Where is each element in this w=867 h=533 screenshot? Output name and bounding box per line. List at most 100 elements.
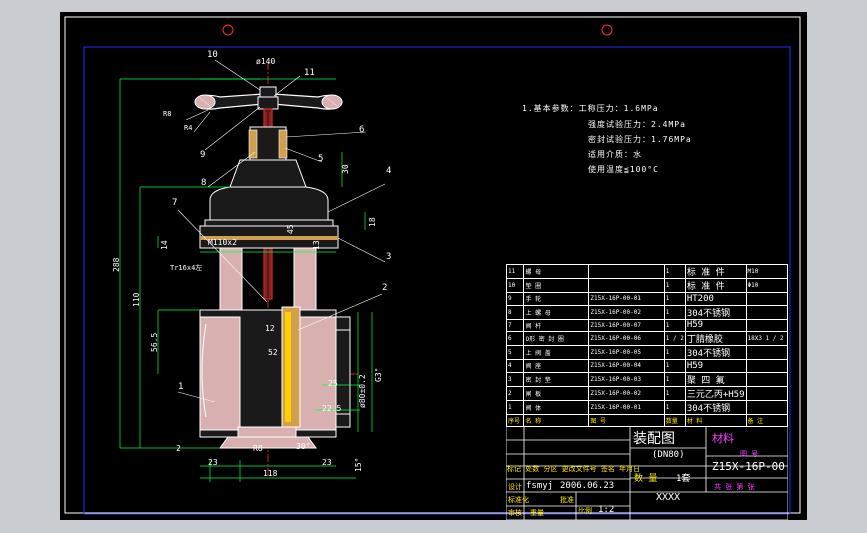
bom-cell-qty: 1 (663, 278, 686, 293)
dim-body-height: 110 (132, 292, 141, 307)
title-block (506, 426, 788, 520)
dim-port-dia: ø80±0.2 (358, 374, 367, 408)
bom-cell-name: 上 螺 母 (523, 304, 590, 320)
bom-cell-note: M10 (745, 264, 788, 279)
bom-cell-code: Z15X-16P-00-03 (588, 371, 665, 387)
bom-cell-mat: 标 准 件 (684, 264, 747, 279)
bom-cell-mat: 标 准 件 (684, 278, 747, 293)
drawing-sheet: 10 11 R8 R4 9 8 7 6 5 4 3 2 1 ø140 288 1… (60, 12, 807, 520)
bom-cell-note (745, 371, 788, 387)
dim-18: 18 (368, 217, 377, 227)
title-block-qty: 1套 (676, 474, 691, 484)
title-block-designer: fsmyj (526, 481, 554, 491)
bom-cell-code: Z15X-16P-00-01 (588, 292, 665, 306)
bom-cell-name: 上 阀 盖 (523, 345, 590, 360)
label-change: 更改文件号 (561, 465, 597, 473)
bom-cell-name: 名 称 (523, 413, 590, 427)
bom-cell-code: Z15X-16P-00-07 (588, 318, 665, 332)
dim-g-thread: G3" (374, 367, 383, 382)
bom-cell-code: Z15X-16P-00-05 (588, 345, 665, 360)
bom-cell-qty: 1 (663, 318, 686, 332)
bom-cell-note (745, 304, 788, 320)
bom-cell-name: 螺 母 (523, 264, 590, 279)
dim-30-deg: 30° (296, 442, 311, 451)
bom-cell-mat: H59 (684, 359, 747, 373)
title-block-date: 2006.06.23 (560, 481, 615, 491)
bom-cell-no: 3 (505, 371, 525, 387)
title-block-company: XXXX (656, 492, 681, 503)
title-block-qty-label: 数 量 (634, 474, 658, 484)
bom-cell-qty: 数量 (663, 413, 686, 427)
bom-cell-qty: 1 (663, 385, 686, 401)
title-block-title: 装配图 (633, 431, 675, 447)
bom-cell-qty: 1 (663, 345, 686, 360)
bom-cell-mat: 丁腈橡胶 (684, 331, 747, 346)
dim-thread-nut: M110x2 (208, 238, 237, 247)
bom-cell-no: 9 (505, 292, 525, 306)
title-block-scale: 1:2 (598, 505, 615, 515)
dim-2: 2 (176, 444, 181, 453)
tech-note-line: 密封试验压力：1.76MPa (588, 135, 692, 144)
part-label-3: 3 (386, 252, 392, 262)
bom-cell-mat: 材 料 (684, 413, 747, 427)
title-block-scale-label: 比例 (578, 507, 592, 515)
label-sign: 签名 (600, 465, 615, 473)
bom-cell-name: 阀 座 (523, 359, 590, 373)
bom-cell-qty: 1 (663, 359, 686, 373)
title-block-weight-label: 重量 (530, 509, 544, 517)
part-label-r8: R8 (163, 110, 172, 118)
bom-cell-no: 6 (505, 331, 525, 346)
bom-cell-no: 序号 (505, 413, 525, 427)
bom-cell-mat: H59 (684, 318, 747, 332)
dim-23-right: 23 (322, 458, 332, 467)
bom-cell-code: Z15X-16P-00-02 (588, 385, 665, 401)
bom-cell-note (745, 359, 788, 373)
title-block-drawing-no-label: 图 号 (740, 450, 759, 458)
title-block-sheet-info: 共 张 第 张 (714, 483, 755, 491)
label-count: 处数 (525, 465, 540, 473)
bom-cell-no: 10 (505, 278, 525, 293)
bom-cell-mat: 304不锈钢 (684, 304, 747, 320)
bom-cell-no: 8 (505, 304, 525, 320)
bom-cell-note (745, 292, 788, 306)
part-label-6: 6 (359, 125, 365, 135)
bom-cell-code: Z15X-16P-00-01 (588, 399, 665, 415)
tech-note-line: 强度试验压力：2.4MPa (588, 120, 686, 129)
part-label-9: 9 (200, 150, 206, 160)
title-block-drawing-no: Z15X-16P-00 (712, 460, 785, 473)
tech-note-heading: 1.基本参数：工称压力：1.6MPa (522, 104, 659, 113)
bom-cell-name: 阀 杆 (523, 318, 590, 332)
tech-note-line: 适用介质：水 (588, 150, 642, 159)
dim-12: 12 (265, 324, 275, 333)
part-label-2: 2 (382, 283, 388, 293)
dim-30: 30 (341, 164, 350, 174)
bom-cell-code: 图 号 (588, 413, 665, 427)
bom-cell-name: 垫 圈 (523, 278, 590, 293)
bom-cell-name: 密 封 垫 (523, 371, 590, 387)
part-label-8: 8 (201, 178, 207, 188)
bom-cell-no: 1 (505, 399, 525, 415)
bom-cell-code: Z15X-16P-00-06 (588, 331, 665, 346)
part-label-11: 11 (304, 68, 315, 78)
dim-15-deg: 15° (354, 457, 363, 472)
bom-cell-no: 5 (505, 345, 525, 360)
bom-cell-qty: 1 (663, 304, 686, 320)
dim-center-height: 56.5 (150, 332, 159, 352)
bom-cell-mat: 304不锈钢 (684, 345, 747, 360)
dim-top-dia: ø140 (256, 57, 276, 66)
bom-cell-mat: HT200 (684, 292, 747, 306)
bom-cell-qty: 1 (663, 264, 686, 279)
bom-cell-mat: 聚 四 氟 (684, 371, 747, 387)
bom-cell-note (745, 318, 788, 332)
dim-23-left: 23 (208, 458, 218, 467)
label-zone: 分区 (543, 465, 558, 473)
dim-thread-side: Tr16x4左 (170, 264, 203, 272)
bom-cell-code: Z15X-16P-00-04 (588, 359, 665, 373)
dim-overall-length: 118 (263, 469, 278, 478)
